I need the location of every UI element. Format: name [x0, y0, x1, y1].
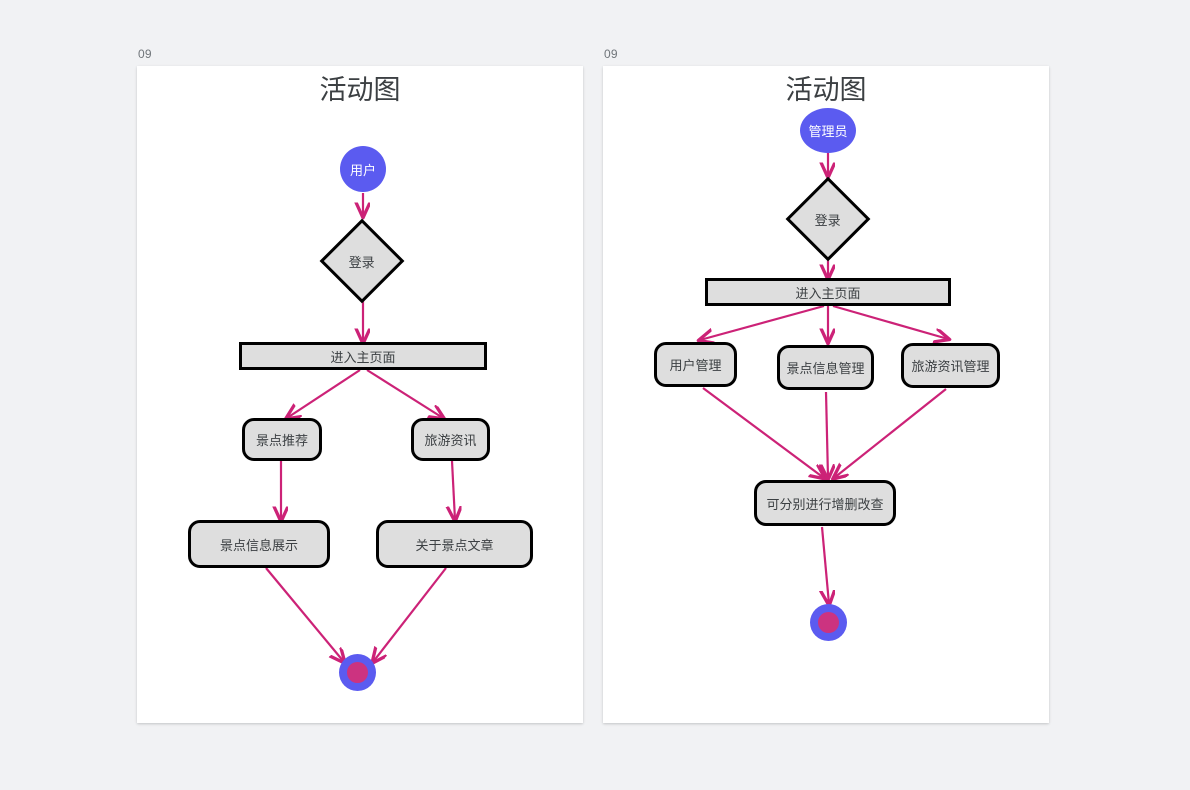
- node-end-left[interactable]: [339, 654, 376, 691]
- node-start-admin-label: 管理员: [808, 124, 848, 139]
- node-leaf-scenic-article[interactable]: 关于景点文章: [376, 520, 533, 568]
- node-branch-travel-news-label: 旅游资讯: [424, 433, 477, 448]
- node-end-right-inner: [818, 612, 839, 633]
- node-merge-crud-label: 可分别进行增删改查: [766, 496, 884, 512]
- slide-number-left: 09: [138, 47, 152, 61]
- node-bar-mainpage-left-label: 进入主页面: [330, 349, 396, 365]
- node-branch-travel-news-management-label: 旅游资讯管理: [911, 359, 990, 374]
- node-bar-mainpage-right[interactable]: 进入主页面: [705, 278, 951, 306]
- node-decision-login-right-label: 登录: [814, 212, 842, 228]
- diagram-title-left: 活动图: [319, 75, 401, 105]
- node-branch-user-management[interactable]: 用户管理: [654, 342, 737, 387]
- node-end-right[interactable]: [810, 604, 847, 641]
- node-bar-mainpage-right-label: 进入主页面: [795, 285, 861, 301]
- node-branch-scenic-recommend-label: 景点推荐: [255, 433, 308, 448]
- node-branch-user-management-label: 用户管理: [669, 358, 722, 373]
- node-bar-mainpage-left[interactable]: 进入主页面: [239, 342, 487, 370]
- node-branch-scenic-recommend[interactable]: 景点推荐: [242, 418, 322, 461]
- node-decision-login-left-label: 登录: [348, 254, 376, 270]
- slide-number-right: 09: [604, 47, 618, 61]
- node-start-admin[interactable]: 管理员: [800, 108, 856, 153]
- node-merge-crud[interactable]: 可分别进行增删改查: [754, 480, 896, 526]
- node-leaf-scenic-info-display[interactable]: 景点信息展示: [188, 520, 330, 568]
- node-start-user-label: 用户: [349, 162, 376, 178]
- node-start-user[interactable]: 用户: [340, 146, 386, 192]
- node-branch-scenic-info-management[interactable]: 景点信息管理: [777, 345, 874, 390]
- node-branch-travel-news-management[interactable]: 旅游资讯管理: [901, 343, 1000, 388]
- diagram-title-right: 活动图: [785, 75, 867, 105]
- node-end-left-inner: [347, 662, 368, 683]
- node-leaf-scenic-info-display-label: 景点信息展示: [219, 537, 298, 553]
- node-leaf-scenic-article-label: 关于景点文章: [415, 537, 494, 553]
- node-branch-travel-news[interactable]: 旅游资讯: [411, 418, 490, 461]
- node-branch-scenic-info-management-label: 景点信息管理: [786, 361, 865, 376]
